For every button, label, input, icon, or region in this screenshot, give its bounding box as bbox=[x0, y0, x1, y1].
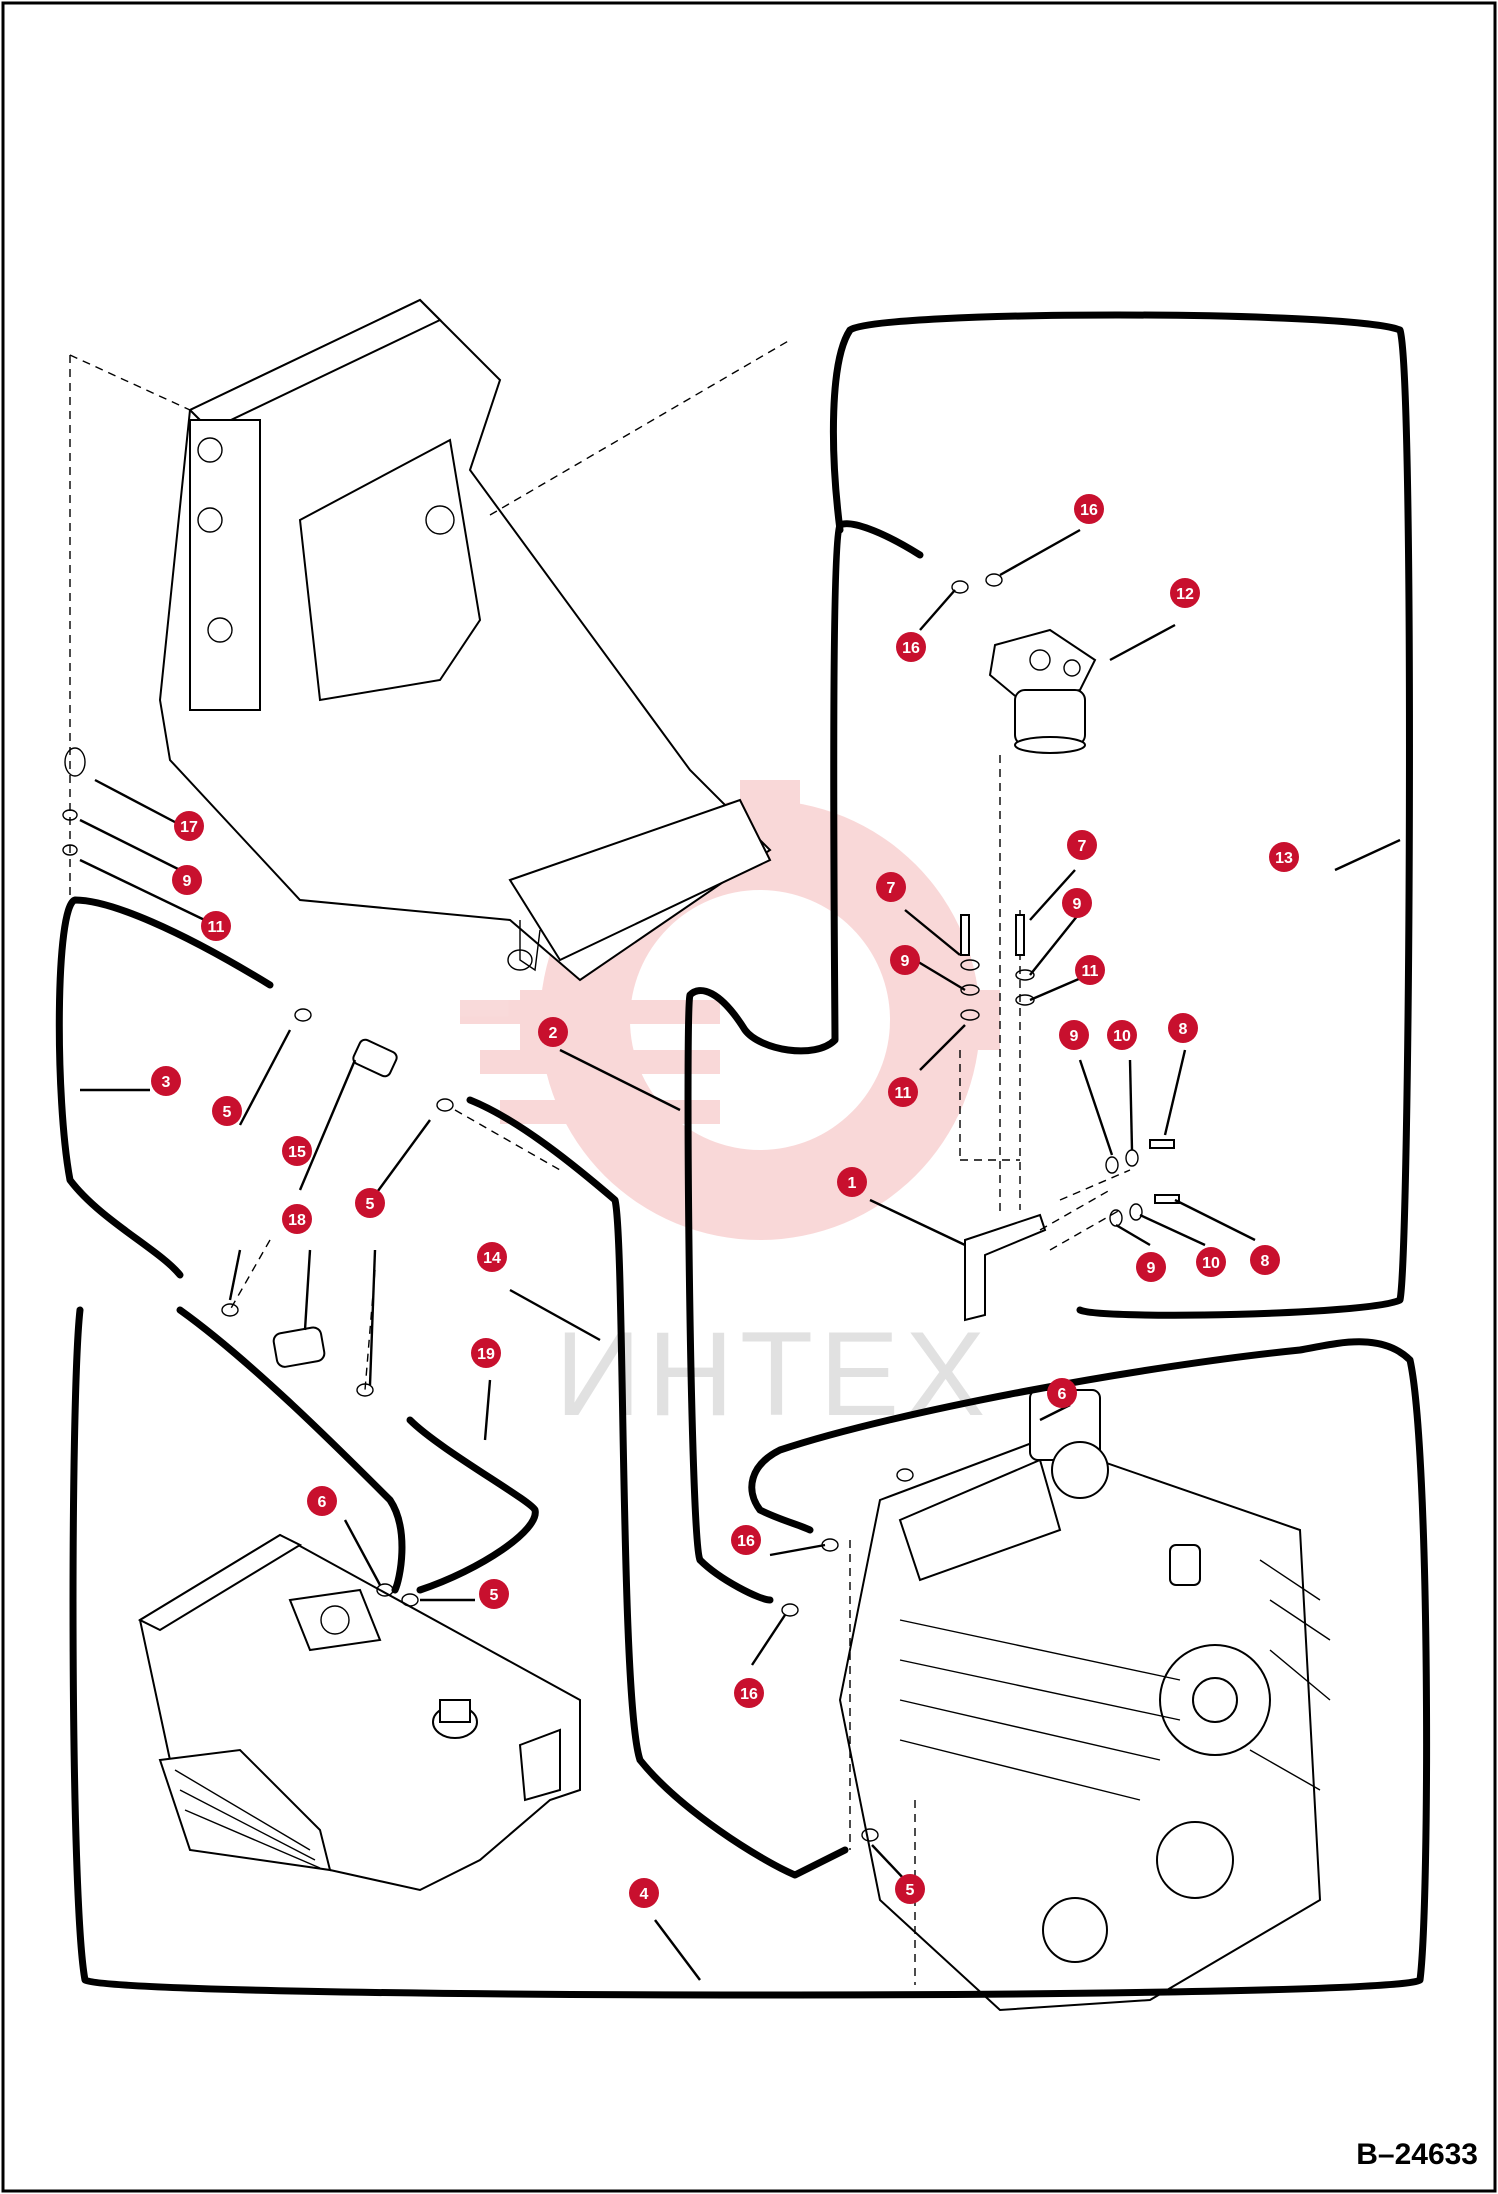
callout-label-19: 19 bbox=[477, 1346, 495, 1363]
callout-marker-8a[interactable]: 8 bbox=[1168, 1013, 1198, 1043]
loader-frame bbox=[69, 298, 791, 982]
callout-marker-11c[interactable]: 11 bbox=[888, 1077, 918, 1107]
callout-marker-11a[interactable]: 11 bbox=[201, 911, 231, 941]
callout-label-18: 18 bbox=[288, 1212, 306, 1229]
callout-label-11a: 11 bbox=[208, 919, 225, 936]
callout-label-9e: 9 bbox=[1147, 1260, 1156, 1277]
callout-label-6a: 6 bbox=[318, 1494, 327, 1511]
callout-marker-8b[interactable]: 8 bbox=[1250, 1245, 1280, 1275]
callout-label-7b: 7 bbox=[1078, 838, 1087, 855]
callout-label-9b: 9 bbox=[901, 953, 910, 970]
hose-13 bbox=[829, 311, 1413, 1319]
callout-marker-18[interactable]: 18 bbox=[282, 1204, 312, 1234]
callout-marker-6a[interactable]: 6 bbox=[307, 1486, 337, 1516]
hose-14 bbox=[176, 1306, 539, 1594]
callout-label-17: 17 bbox=[180, 819, 198, 836]
callout-label-10b: 10 bbox=[1202, 1255, 1220, 1272]
callout-marker-11b[interactable]: 11 bbox=[1075, 955, 1105, 985]
callout-marker-16d[interactable]: 16 bbox=[734, 1678, 764, 1708]
hose-4 bbox=[69, 1306, 1431, 1999]
callout-label-15: 15 bbox=[288, 1144, 306, 1161]
callout-label-9d: 9 bbox=[1070, 1028, 1079, 1045]
callout-marker-1[interactable]: 1 bbox=[837, 1167, 867, 1197]
callout-label-9a: 9 bbox=[183, 873, 192, 890]
hoses bbox=[55, 311, 1431, 1999]
callout-label-16b: 16 bbox=[902, 640, 920, 657]
callout-marker-13[interactable]: 13 bbox=[1269, 842, 1299, 872]
callout-marker-9c[interactable]: 9 bbox=[1062, 888, 1092, 918]
callout-marker-6b[interactable]: 6 bbox=[1047, 1378, 1077, 1408]
hose-2 bbox=[466, 1096, 849, 1879]
callout-label-8a: 8 bbox=[1179, 1021, 1188, 1038]
callout-marker-5c[interactable]: 5 bbox=[479, 1579, 509, 1609]
callout-label-5c: 5 bbox=[490, 1587, 499, 1604]
callout-marker-16c[interactable]: 16 bbox=[731, 1525, 761, 1555]
callout-label-2: 2 bbox=[549, 1025, 558, 1042]
callout-marker-14[interactable]: 14 bbox=[477, 1242, 507, 1272]
engine bbox=[838, 1389, 1331, 2012]
fuel-tank bbox=[137, 1533, 581, 1892]
callout-label-14: 14 bbox=[483, 1250, 501, 1267]
callout-marker-16a[interactable]: 16 bbox=[1074, 494, 1104, 524]
callout-marker-7b[interactable]: 7 bbox=[1067, 830, 1097, 860]
callout-label-12: 12 bbox=[1176, 586, 1194, 603]
small-parts bbox=[62, 573, 1003, 1842]
callout-label-1: 1 bbox=[848, 1175, 857, 1192]
fuel-filter bbox=[988, 628, 1097, 754]
callout-marker-5a[interactable]: 5 bbox=[212, 1096, 242, 1126]
callout-marker-5b[interactable]: 5 bbox=[355, 1188, 385, 1218]
callout-marker-9b[interactable]: 9 bbox=[890, 945, 920, 975]
callout-label-5b: 5 bbox=[366, 1196, 375, 1213]
leader-lines bbox=[79, 528, 1401, 1981]
callout-label-11c: 11 bbox=[895, 1085, 912, 1102]
callout-marker-2[interactable]: 2 bbox=[538, 1017, 568, 1047]
callout-marker-9a[interactable]: 9 bbox=[172, 865, 202, 895]
callout-label-4: 4 bbox=[640, 1886, 649, 1903]
callout-label-8b: 8 bbox=[1261, 1253, 1270, 1270]
callout-label-16c: 16 bbox=[737, 1533, 755, 1550]
mount-bracket bbox=[959, 755, 1180, 1322]
callout-marker-9e[interactable]: 9 bbox=[1136, 1252, 1166, 1282]
callout-marker-15[interactable]: 15 bbox=[282, 1136, 312, 1166]
callout-marker-19[interactable]: 19 bbox=[471, 1338, 501, 1368]
callout-marker-3[interactable]: 3 bbox=[151, 1066, 181, 1096]
callout-marker-7a[interactable]: 7 bbox=[876, 872, 906, 902]
callout-label-9c: 9 bbox=[1073, 896, 1082, 913]
hose-3 bbox=[55, 896, 274, 1279]
callout-marker-10a[interactable]: 10 bbox=[1107, 1020, 1137, 1050]
callout-marker-4[interactable]: 4 bbox=[629, 1878, 659, 1908]
callout-label-5a: 5 bbox=[223, 1104, 232, 1121]
hose-16-upper bbox=[684, 520, 924, 1604]
callout-label-7a: 7 bbox=[887, 880, 896, 897]
callout-marker-16b[interactable]: 16 bbox=[896, 632, 926, 662]
callout-label-5d: 5 bbox=[906, 1882, 915, 1899]
callout-label-13: 13 bbox=[1275, 850, 1293, 867]
callout-marker-12[interactable]: 12 bbox=[1170, 578, 1200, 608]
callout-marker-10b[interactable]: 10 bbox=[1196, 1247, 1226, 1277]
callout-label-11b: 11 bbox=[1082, 963, 1099, 980]
callout-label-10a: 10 bbox=[1113, 1028, 1131, 1045]
callout-marker-9d[interactable]: 9 bbox=[1059, 1020, 1089, 1050]
watermark-text: ИНТЕХ bbox=[555, 1307, 991, 1441]
callout-label-6b: 6 bbox=[1058, 1386, 1067, 1403]
callout-label-16d: 16 bbox=[740, 1686, 758, 1703]
callout-marker-5d[interactable]: 5 bbox=[895, 1874, 925, 1904]
drawing-number: B–24633 bbox=[1356, 2138, 1478, 2171]
callout-label-16a: 16 bbox=[1080, 502, 1098, 519]
callout-marker-17[interactable]: 17 bbox=[174, 811, 204, 841]
callout-label-3: 3 bbox=[162, 1074, 171, 1091]
